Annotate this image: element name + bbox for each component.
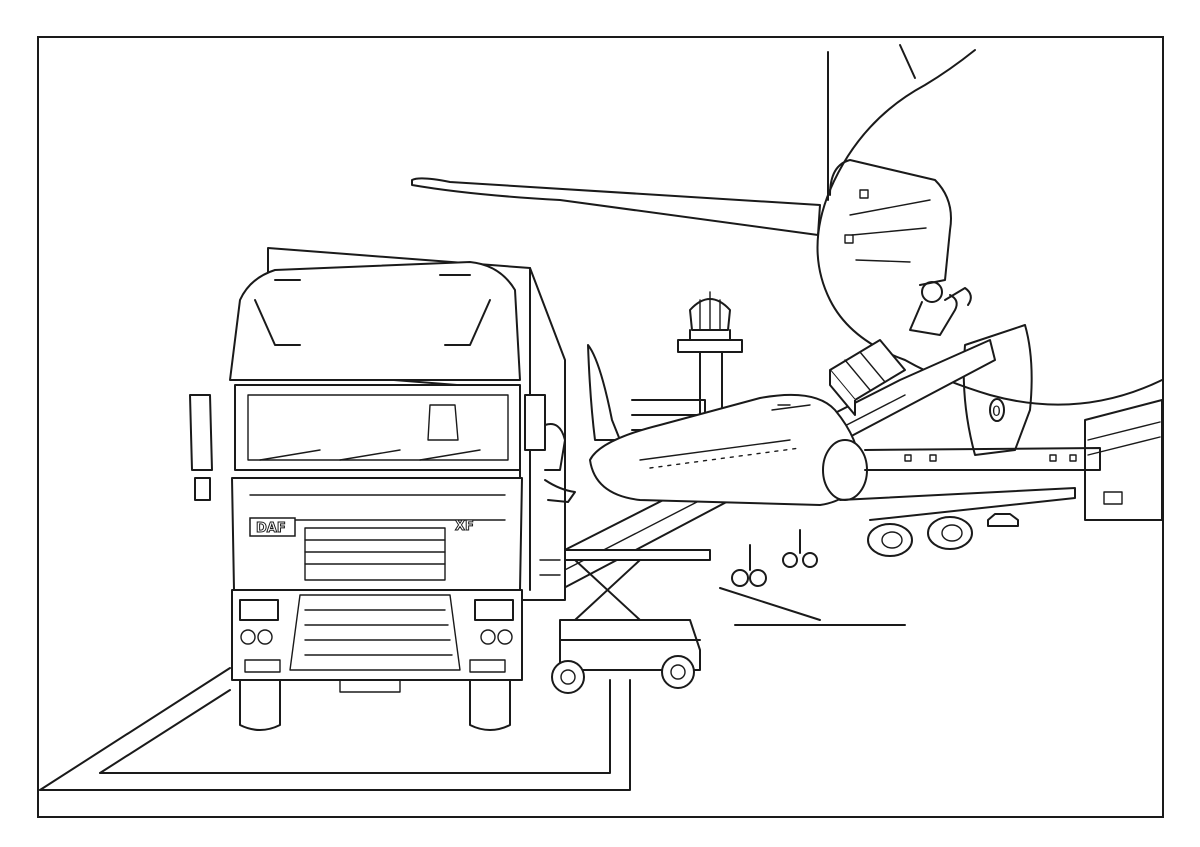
svg-text:DAF: DAF [256, 521, 286, 536]
passenger-jet [587, 344, 1076, 587]
worker-in-door [909, 281, 972, 336]
hangar-building [1084, 399, 1163, 521]
tarmac-lines [39, 587, 906, 791]
svg-text:XF: XF [455, 519, 474, 534]
cargo-airplane: 0 [411, 44, 1163, 456]
xf-badge: XF [455, 519, 475, 535]
distant-car [987, 513, 1019, 527]
daf-logo: DAF [249, 517, 296, 537]
daf-truck: DAF XF [189, 261, 576, 731]
cargo-crate [829, 339, 906, 416]
headlights [239, 599, 514, 645]
jet-bridge [864, 447, 1101, 471]
tail-marking: 0 [992, 404, 1001, 420]
ground-cart [549, 549, 711, 694]
